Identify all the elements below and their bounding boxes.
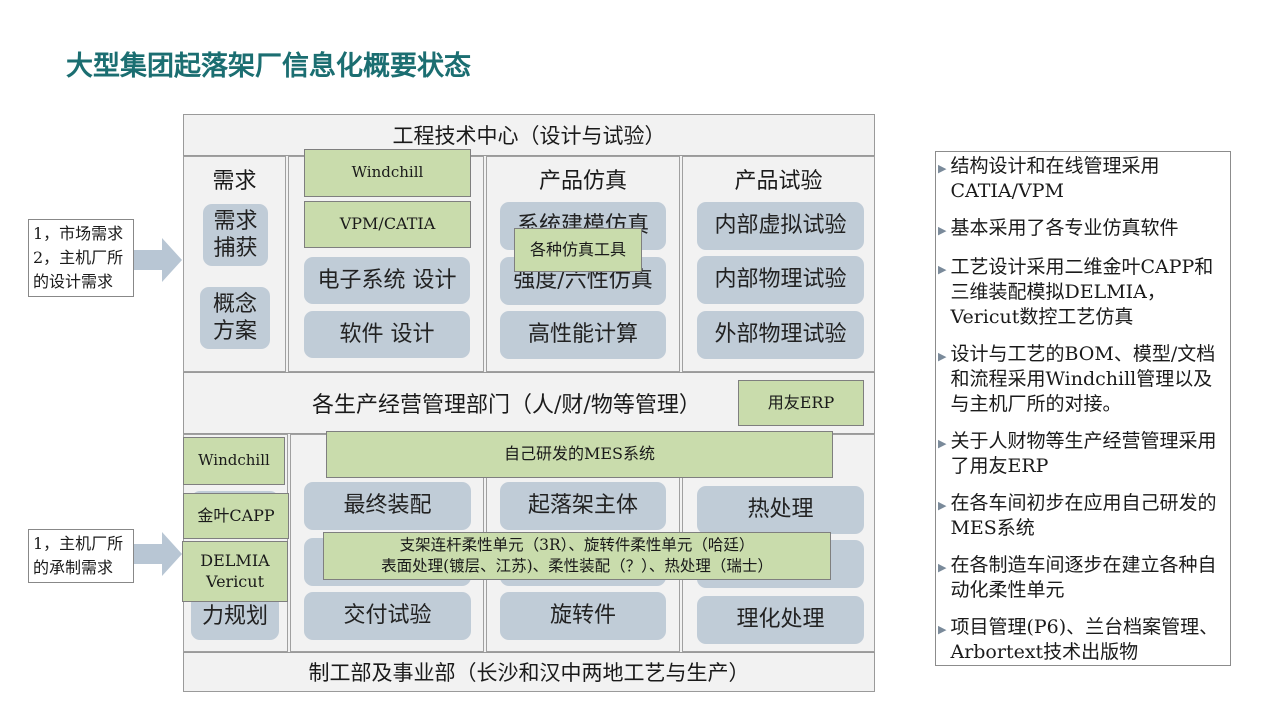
side-note-item: ▶在各制造车间逐步在建立各种自动化柔性单元 [938, 553, 1224, 603]
bullet-triangle-icon: ▶ [938, 437, 947, 450]
side-note-text: 项目管理(P6)、兰台档案管理、Arbortext技术出版物 [950, 616, 1219, 663]
requirement-capture-pill: 需求 捕获 [203, 204, 268, 266]
physicochemical-pill: 理化处理 [697, 596, 864, 644]
side-note-text: 关于人财物等生产经营管理采用了用友ERP [950, 430, 1217, 477]
bullet-triangle-icon: ▶ [938, 499, 947, 512]
side-note-item: ▶结构设计和在线管理采用CATIA/VPM [938, 154, 1224, 204]
vpm-catia-tool: VPM/CATIA [304, 201, 471, 248]
side-note-item: ▶工艺设计采用二维金叶CAPP和三维装配模拟DELMIA，Vericut数控工艺… [938, 255, 1224, 330]
electronic-design-pill: 电子系统 设计 [304, 257, 470, 304]
bullet-triangle-icon: ▶ [938, 350, 947, 363]
management-band-label: 各生产经营管理部门（人/财/物等管理） [312, 393, 701, 418]
software-design-pill: 软件 设计 [304, 311, 470, 358]
arrow-right-icon-bottom [134, 532, 182, 576]
flexible-units-box: 支架连杆柔性单元（3R）、旋转件柔性单元（哈廷） 表面处理(镀层、江苏)、柔性装… [323, 532, 831, 580]
side-note-text: 在各制造车间逐步在建立各种自动化柔性单元 [950, 554, 1217, 601]
side-note-text: 基本采用了各专业仿真软件 [950, 217, 1179, 239]
erp-tool: 用友ERP [738, 380, 864, 426]
production-band: 制工部及事业部（长沙和汉中两地工艺与生产） [183, 652, 875, 692]
input-requirements-bottom: 1，主机厂所 的承制需求 [28, 529, 134, 583]
side-note-text: 工艺设计采用二维金叶CAPP和三维装配模拟DELMIA，Vericut数控工艺仿… [950, 256, 1214, 328]
delmia-vericut-tool: DELMIA Vericut [182, 541, 288, 602]
side-note-text: 设计与工艺的BOM、模型/文档和流程采用Windchill管理以及与主机厂所的对… [950, 343, 1216, 415]
capp-tool: 金叶CAPP [183, 493, 289, 539]
requirements-header: 需求 [212, 169, 257, 194]
arrow-right-icon-top [134, 238, 182, 282]
hpc-pill: 高性能计算 [500, 311, 666, 359]
input-requirements-top: 1，市场需求 2，主机厂所 的设计需求 [28, 219, 134, 297]
side-note-text: 结构设计和在线管理采用CATIA/VPM [950, 155, 1160, 202]
windchill-tool-bottom: Windchill [183, 437, 285, 485]
side-note-item: ▶设计与工艺的BOM、模型/文档和流程采用Windchill管理以及与主机厂所的… [938, 342, 1224, 417]
mes-system-box: 自己研发的MES系统 [326, 431, 833, 478]
bullet-triangle-icon: ▶ [938, 162, 947, 175]
side-note-text: 在各车间初步在应用自己研发的MES系统 [950, 492, 1217, 539]
page-title: 大型集团起落架厂信息化概要状态 [66, 51, 471, 82]
bullet-triangle-icon: ▶ [938, 623, 947, 636]
engineering-center-header: 工程技术中心（设计与试验） [183, 114, 875, 156]
external-physical-test-pill: 外部物理试验 [697, 311, 864, 359]
internal-virtual-test-pill: 内部虚拟试验 [697, 202, 864, 250]
rotating-parts-pill: 旋转件 [500, 592, 666, 640]
bullet-triangle-icon: ▶ [938, 224, 947, 237]
delivery-test-pill: 交付试验 [304, 592, 471, 640]
concept-scheme-pill: 概念 方案 [200, 287, 270, 349]
landing-gear-body-pill: 起落架主体 [500, 482, 666, 530]
bullet-triangle-icon: ▶ [938, 561, 947, 574]
heat-treatment-pill: 热处理 [697, 486, 864, 534]
simulation-header: 产品仿真 [538, 169, 627, 194]
final-assembly-pill: 最终装配 [304, 482, 471, 530]
windchill-tool-top: Windchill [304, 149, 471, 197]
side-note-item: ▶基本采用了各专业仿真软件 [938, 216, 1224, 243]
side-note-item: ▶在各车间初步在应用自己研发的MES系统 [938, 491, 1224, 541]
test-header: 产品试验 [734, 169, 823, 194]
side-notes-panel: ▶结构设计和在线管理采用CATIA/VPM▶基本采用了各专业仿真软件▶工艺设计采… [935, 151, 1231, 666]
internal-physical-test-pill: 内部物理试验 [697, 256, 864, 304]
side-note-item: ▶关于人财物等生产经营管理采用了用友ERP [938, 429, 1224, 479]
bullet-triangle-icon: ▶ [938, 263, 947, 276]
side-note-item: ▶项目管理(P6)、兰台档案管理、Arbortext技术出版物 [938, 615, 1224, 665]
simulation-tools-box: 各种仿真工具 [514, 228, 642, 272]
